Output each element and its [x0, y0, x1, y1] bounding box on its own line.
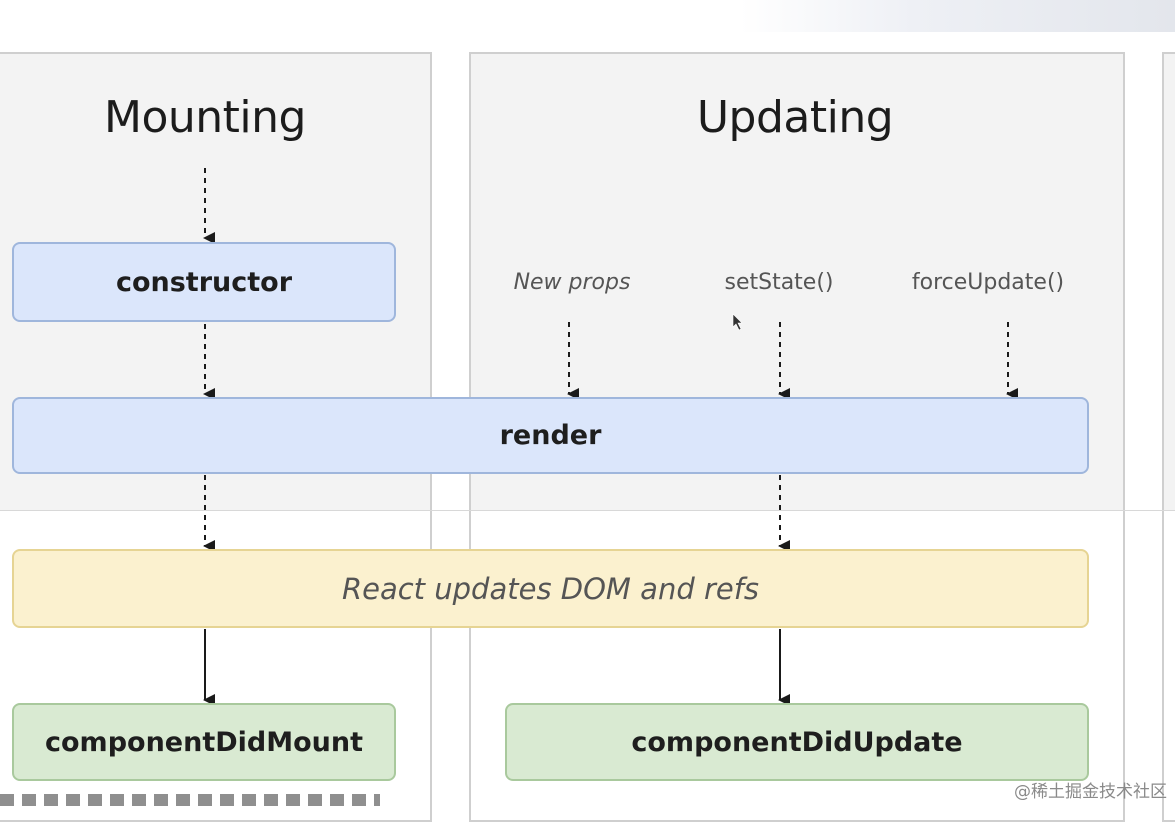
did-update-box: componentDidUpdate [505, 703, 1089, 781]
did-mount-box: componentDidMount [12, 703, 396, 781]
mouse-cursor-icon [732, 313, 743, 331]
render-box: render [12, 397, 1089, 474]
dom-update-box: React updates DOM and refs [12, 549, 1089, 628]
constructor-box: constructor [12, 242, 396, 322]
force-update-trigger: forceUpdate() [911, 270, 1065, 295]
set-state-trigger: setState() [724, 270, 834, 295]
top-glare [740, 0, 1175, 32]
watermark: @稀土掘金技术社区 [1014, 782, 1167, 802]
phase-divider [0, 510, 1175, 511]
cropped-text-strip [0, 794, 380, 806]
updating-title: Updating [696, 92, 894, 143]
new-props-trigger: New props [513, 270, 631, 295]
unmounting-column-edge [1163, 54, 1175, 510]
mounting-title: Mounting [104, 92, 306, 143]
